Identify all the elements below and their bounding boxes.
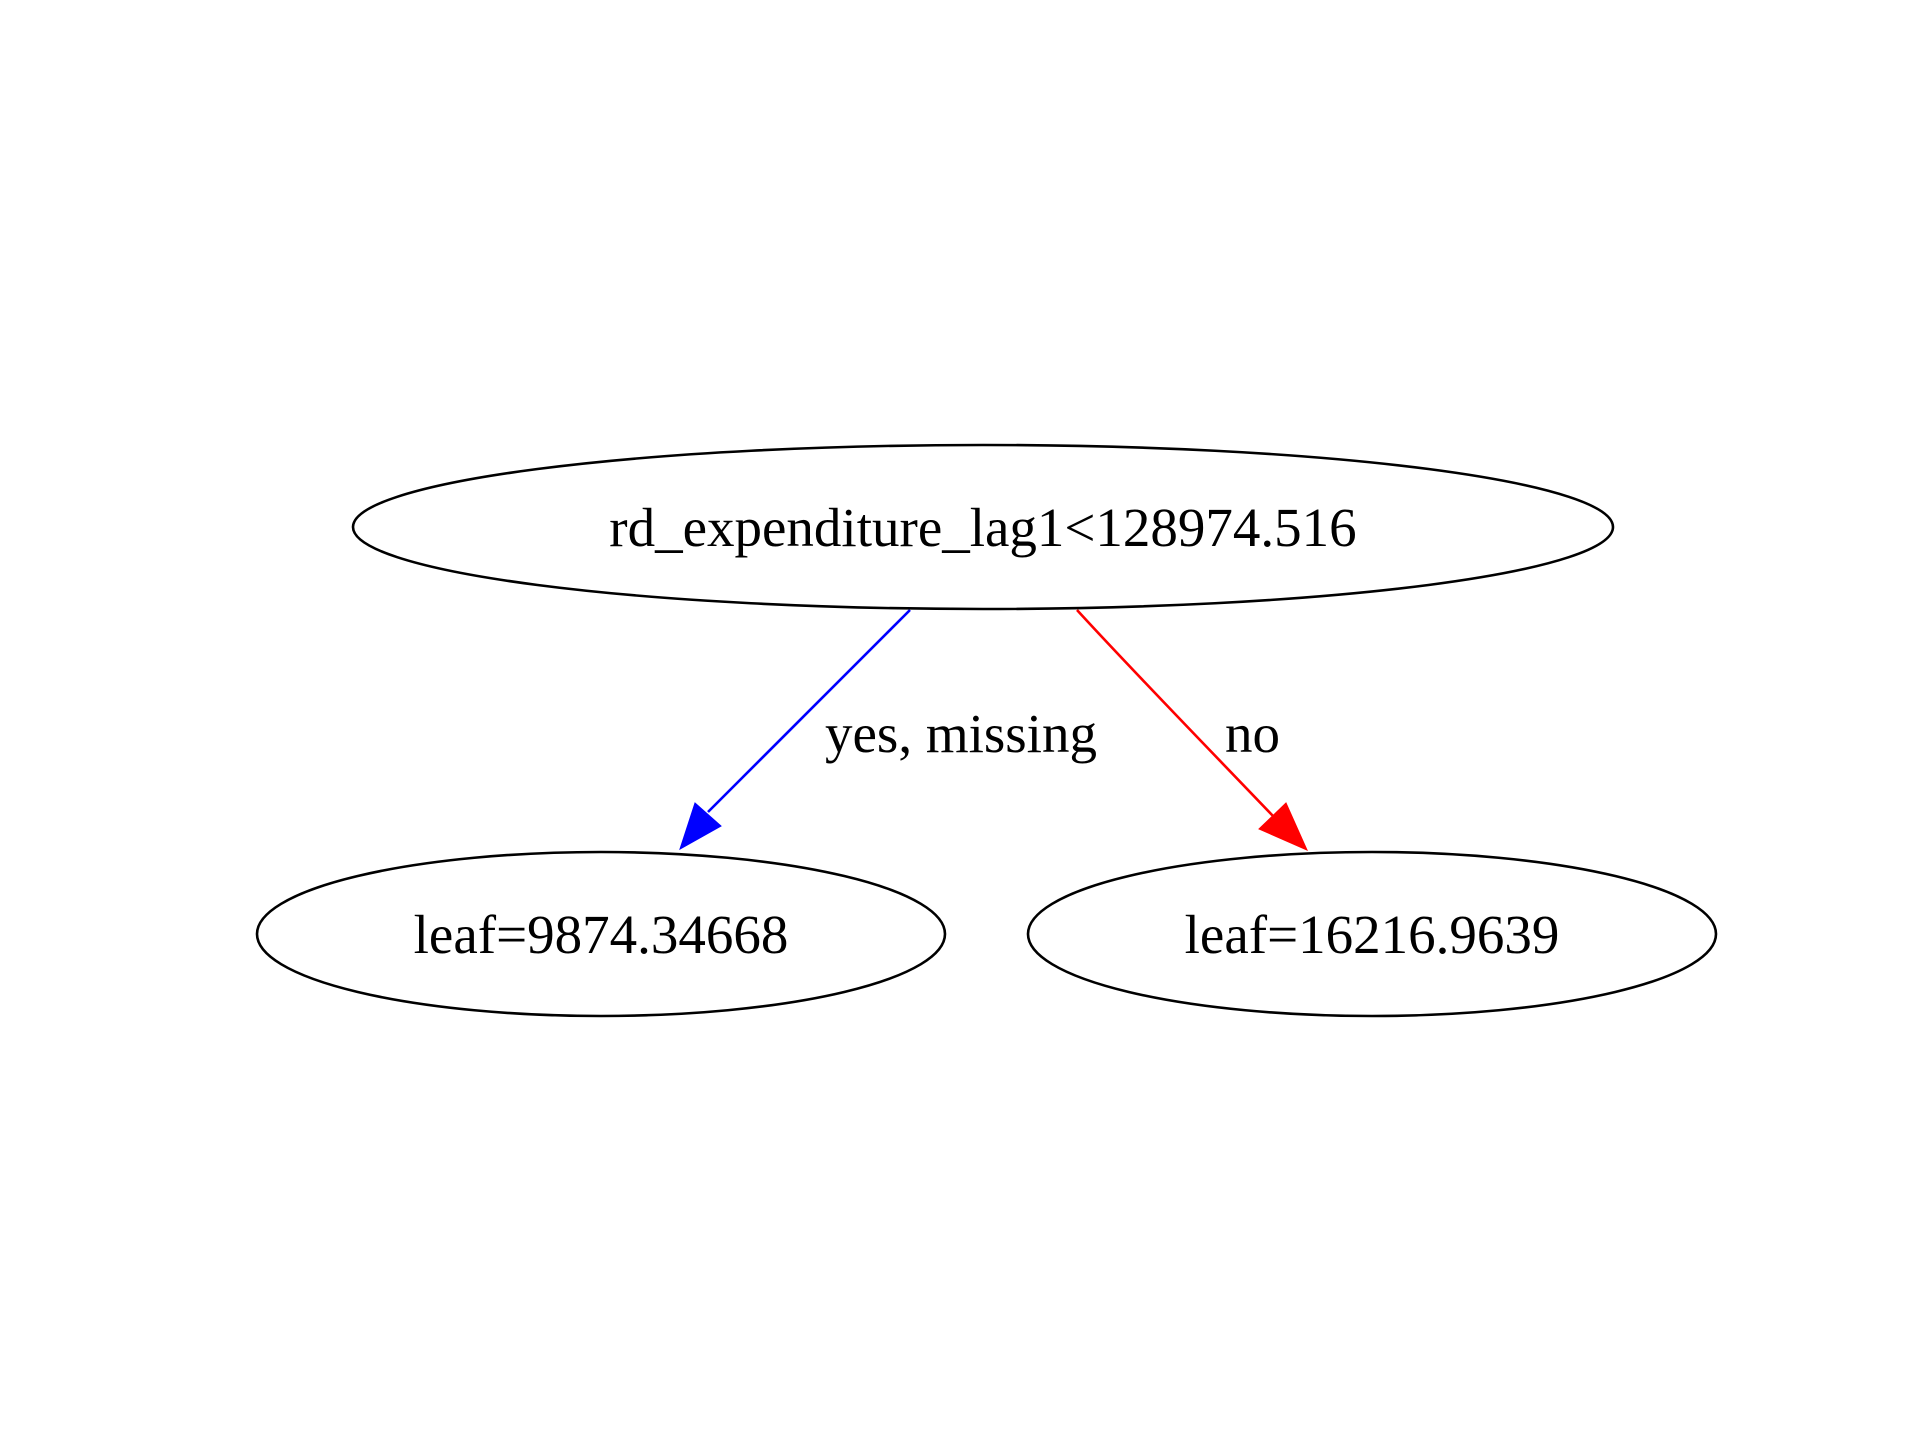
leaf-node-right-ellipse bbox=[1026, 850, 1718, 1018]
root-node-ellipse bbox=[351, 443, 1615, 611]
leaf-node-left-ellipse bbox=[255, 850, 947, 1018]
edge-yes-missing: yes, missing bbox=[679, 609, 1097, 851]
edge-yes-missing-label: yes, missing bbox=[825, 703, 1097, 764]
root-node: rd_expenditure_lag1<128974.516 bbox=[351, 443, 1615, 611]
leaf-node-left-label: leaf=9874.34668 bbox=[414, 904, 789, 965]
edge-no-arrowhead bbox=[1258, 802, 1308, 851]
edge-no: no bbox=[1076, 609, 1308, 851]
leaf-node-right: leaf=16216.9639 bbox=[1026, 850, 1718, 1018]
edge-no-label: no bbox=[1225, 703, 1280, 764]
leaf-node-left: leaf=9874.34668 bbox=[255, 850, 947, 1018]
root-node-label: rd_expenditure_lag1<128974.516 bbox=[609, 497, 1356, 558]
leaf-node-right-label: leaf=16216.9639 bbox=[1185, 904, 1560, 965]
edge-yes-missing-arrowhead bbox=[679, 802, 722, 851]
edge-yes-missing-line bbox=[707, 609, 911, 813]
edge-no-line bbox=[1076, 609, 1274, 817]
